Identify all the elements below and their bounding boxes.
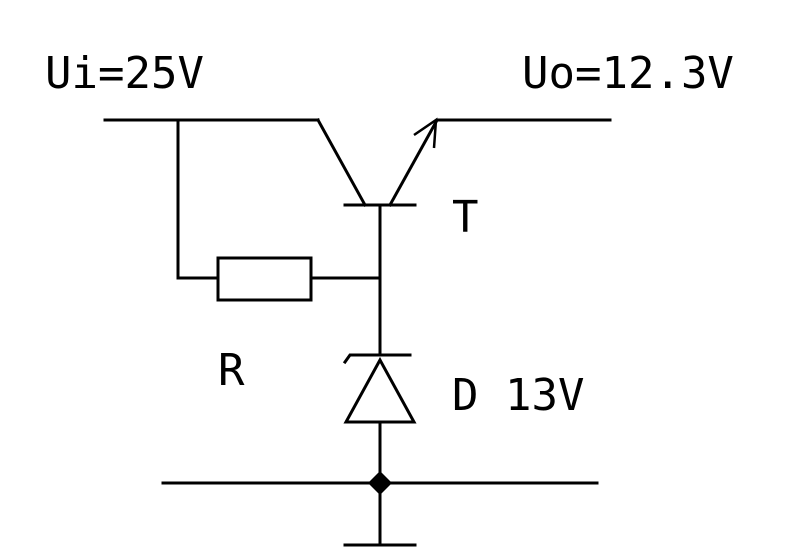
zener-cathode-bar [342, 353, 412, 365]
junction-dot [368, 471, 392, 495]
zener-triangle [343, 356, 417, 424]
zener-diode-symbol [342, 353, 417, 547]
emitter-lead [387, 119, 439, 208]
output-voltage-label: Uo=12.3V [522, 48, 734, 99]
transistor-label: T [452, 192, 479, 243]
input-voltage-label: Ui=25V [45, 48, 204, 99]
collector-lead [315, 117, 368, 208]
transistor-symbol [315, 117, 439, 208]
zener-diode-label: D 13V [452, 370, 584, 421]
emitter-arrow-icon [413, 117, 438, 149]
resistor-label: R [218, 345, 245, 396]
resistor-symbol [216, 256, 313, 302]
